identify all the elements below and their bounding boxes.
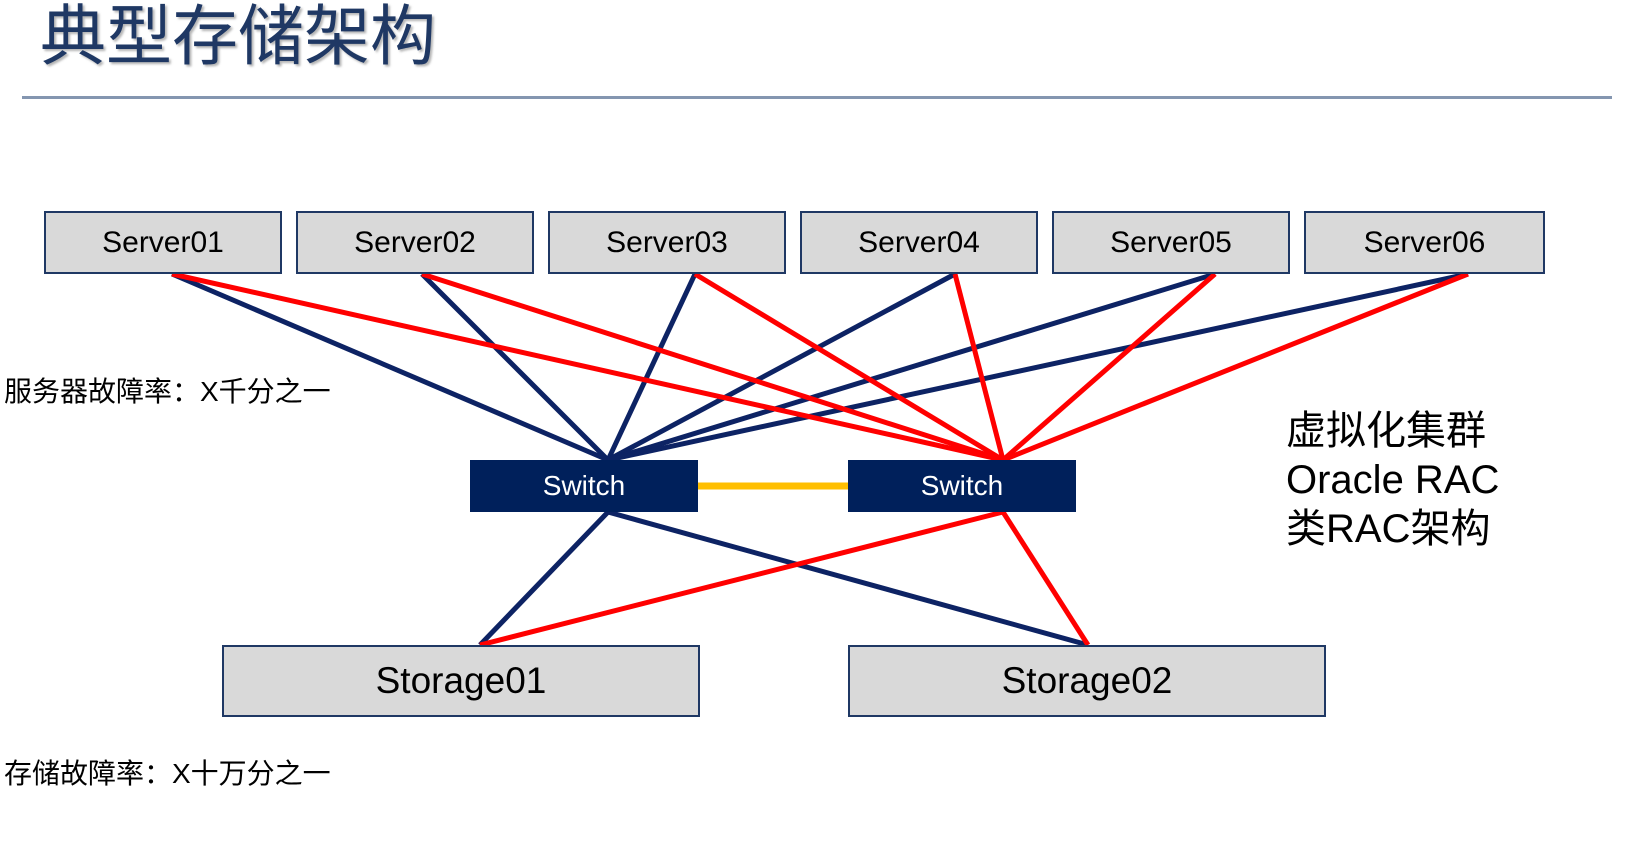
node-label: Server05	[1110, 225, 1232, 259]
cluster-line-3: 类RAC架构	[1286, 506, 1491, 551]
node-switch-b[interactable]: Switch	[848, 460, 1076, 512]
link-server01-to-switch-b	[171, 271, 1004, 463]
node-label: Server02	[354, 225, 476, 259]
link-server05-to-switch-b	[1001, 272, 1217, 462]
link-switch-a-to-storage02	[607, 509, 1089, 648]
node-server02[interactable]: Server02	[296, 211, 534, 274]
annotation-cluster-types: 虚拟化集群 Oracle RAC 类RAC架构	[1286, 407, 1499, 553]
annotation-server-failure-rate: 服务器故障率：X千分之一	[4, 376, 331, 407]
link-server06-to-switch-a	[607, 271, 1469, 463]
page-title: 典型存储架构	[40, 0, 436, 73]
link-server04-to-switch-b	[952, 273, 1006, 461]
node-server03[interactable]: Server03	[548, 211, 786, 274]
node-label: Storage01	[375, 660, 547, 701]
node-label: Server04	[858, 225, 980, 259]
node-switch-a[interactable]: Switch	[470, 460, 698, 512]
link-server02-to-switch-b	[421, 271, 1004, 463]
title-divider	[22, 96, 1612, 99]
node-server06[interactable]: Server06	[1304, 211, 1545, 274]
node-label: Server03	[606, 225, 728, 259]
node-label: Switch	[920, 470, 1004, 501]
node-server01[interactable]: Server01	[44, 211, 282, 274]
annotation-storage-failure-rate: 存储故障率：X十万分之一	[4, 758, 331, 789]
link-server05-to-switch-a	[607, 271, 1216, 463]
node-storage02[interactable]: Storage02	[848, 645, 1326, 717]
node-server05[interactable]: Server05	[1052, 211, 1290, 274]
link-server01-to-switch-a	[171, 271, 609, 463]
link-server02-to-switch-a	[420, 272, 610, 462]
node-server04[interactable]: Server04	[800, 211, 1038, 274]
link-server03-to-switch-b	[693, 271, 1005, 463]
node-label: Server01	[102, 225, 224, 259]
link-switch-a-to-storage01	[478, 510, 610, 647]
link-server03-to-switch-a	[605, 272, 698, 462]
link-server06-to-switch-b	[1002, 271, 1469, 463]
link-switch-b-to-storage02	[1000, 510, 1091, 647]
node-storage01[interactable]: Storage01	[222, 645, 700, 717]
node-label: Storage02	[1001, 660, 1173, 701]
node-label: Switch	[542, 470, 626, 501]
link-server04-to-switch-a	[606, 271, 957, 463]
cluster-line-1: 虚拟化集群	[1286, 409, 1486, 453]
cluster-line-2: Oracle RAC	[1286, 457, 1500, 502]
link-switch-b-to-storage01	[479, 509, 1004, 648]
node-label: Server06	[1363, 225, 1486, 259]
